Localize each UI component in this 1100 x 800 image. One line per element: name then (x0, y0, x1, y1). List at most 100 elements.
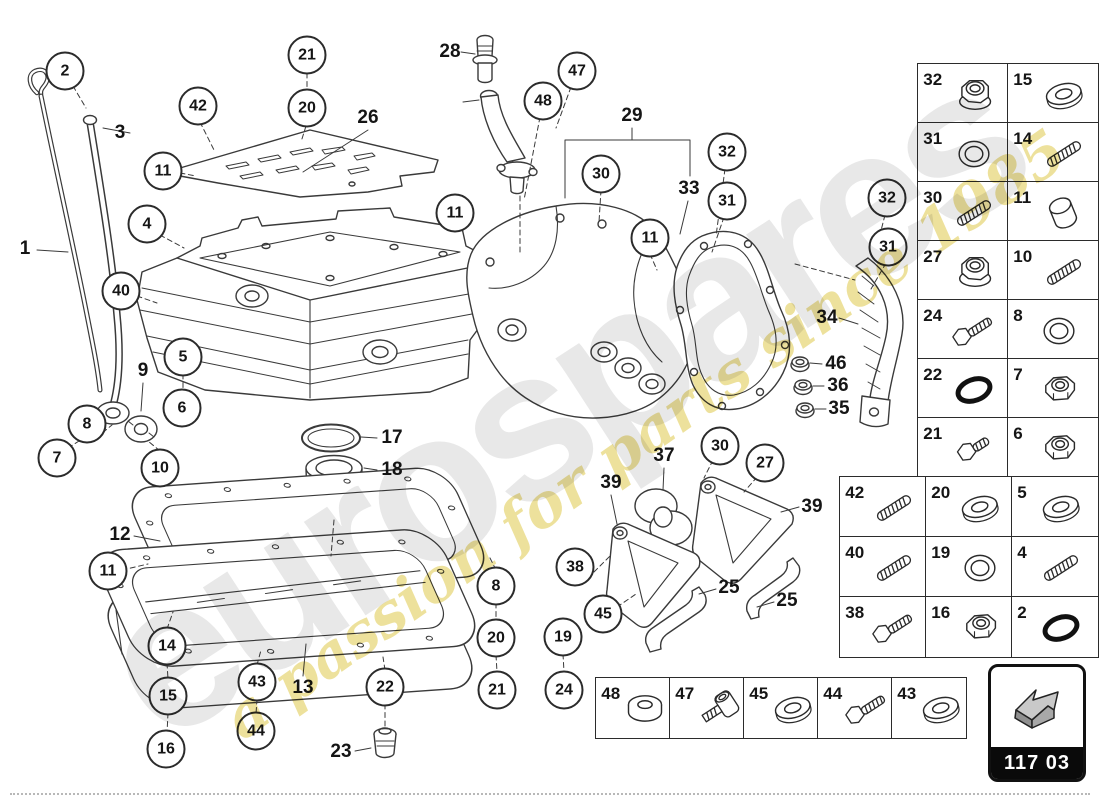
legend-cell-14[interactable]: 14 (1007, 122, 1099, 183)
legend-cell-24[interactable]: 24 (917, 299, 1009, 360)
ring-icon (964, 554, 996, 582)
page-edge-dots (10, 793, 1090, 795)
legend-cell-27[interactable]: 27 (917, 240, 1009, 301)
legend-cell-21[interactable]: 21 (917, 417, 1009, 478)
legend-cell-40[interactable]: 40 (839, 536, 927, 598)
callout-30[interactable]: 30 (700, 426, 740, 466)
callout-11[interactable]: 11 (88, 551, 128, 591)
stud-icon (1045, 138, 1083, 169)
callout-16[interactable]: 16 (146, 729, 186, 769)
callout-48[interactable]: 48 (523, 81, 563, 121)
upper-sump-casting-drawing (136, 207, 498, 401)
callout-11[interactable]: 11 (630, 218, 670, 258)
callout-7[interactable]: 7 (37, 438, 77, 478)
callout-11[interactable]: 11 (143, 151, 183, 191)
legend-part-number: 31 (923, 129, 943, 149)
callout-20[interactable]: 20 (476, 618, 516, 658)
label-33: 33 (678, 178, 700, 199)
legend-cell-42[interactable]: 42 (839, 476, 927, 538)
stud-icon (955, 197, 993, 228)
label-9: 9 (137, 360, 149, 381)
legend-part-number: 40 (845, 543, 865, 563)
callout-8[interactable]: 8 (67, 404, 107, 444)
callout-45[interactable]: 45 (583, 594, 623, 634)
callout-40[interactable]: 40 (101, 271, 141, 311)
legend-cell-11[interactable]: 11 (1007, 181, 1099, 242)
legend-cell-19[interactable]: 19 (925, 536, 1013, 598)
legend-cell-44[interactable]: 44 (817, 677, 893, 739)
legend-cell-5[interactable]: 5 (1011, 476, 1099, 538)
callout-27[interactable]: 27 (745, 443, 785, 483)
washer-icon (1043, 78, 1085, 113)
callout-42[interactable]: 42 (178, 86, 218, 126)
legend-cell-45[interactable]: 45 (743, 677, 819, 739)
callout-24[interactable]: 24 (544, 670, 584, 710)
legend-part-number: 14 (1013, 129, 1033, 149)
callout-20[interactable]: 20 (287, 88, 327, 128)
label-46: 46 (825, 353, 847, 374)
legend-cell-31[interactable]: 31 (917, 122, 1009, 183)
legend-cell-43[interactable]: 43 (891, 677, 967, 739)
callout-6[interactable]: 6 (162, 388, 202, 428)
legend-cell-30[interactable]: 30 (917, 181, 1009, 242)
callout-31[interactable]: 31 (868, 227, 908, 267)
legend-part-number: 45 (749, 684, 769, 704)
label-36: 36 (827, 375, 849, 396)
callout-44[interactable]: 44 (236, 711, 276, 751)
legend-cell-10[interactable]: 10 (1007, 240, 1099, 301)
bolt-icon (870, 608, 915, 646)
breather-fitting-drawing (472, 34, 498, 84)
legend-cell-16[interactable]: 16 (925, 596, 1013, 658)
callout-4[interactable]: 4 (127, 204, 167, 244)
label-25: 25 (776, 590, 798, 611)
legend-cell-48[interactable]: 48 (595, 677, 671, 739)
legend-part-number: 10 (1013, 247, 1033, 267)
callout-11[interactable]: 11 (435, 193, 475, 233)
nut-flanged-icon (958, 256, 992, 287)
label-17: 17 (381, 427, 403, 448)
legend-cell-47[interactable]: 47 (669, 677, 745, 739)
nut-icon (1045, 375, 1076, 401)
legend-cell-2[interactable]: 2 (1011, 596, 1099, 658)
callout-31[interactable]: 31 (707, 181, 747, 221)
label-13: 13 (292, 677, 314, 698)
label-28: 28 (439, 41, 461, 62)
callout-14[interactable]: 14 (147, 626, 187, 666)
section-code-box[interactable]: 117 03 (988, 664, 1086, 782)
legend-part-number: 32 (923, 70, 943, 90)
callout-19[interactable]: 19 (543, 617, 583, 657)
spacer-icon (627, 695, 663, 722)
callout-38[interactable]: 38 (555, 547, 595, 587)
baffle-plate-drawing (179, 129, 439, 198)
callout-5[interactable]: 5 (163, 337, 203, 377)
legend-cell-15[interactable]: 15 (1007, 63, 1099, 124)
legend-part-number: 20 (931, 483, 951, 503)
callout-21[interactable]: 21 (287, 35, 327, 75)
stud-icon (875, 493, 913, 523)
legend-cell-32[interactable]: 32 (917, 63, 1009, 124)
drain-plug-drawing (373, 727, 397, 759)
stud-icon (875, 553, 913, 583)
callout-30[interactable]: 30 (581, 154, 621, 194)
callout-21[interactable]: 21 (477, 670, 517, 710)
callout-43[interactable]: 43 (237, 662, 277, 702)
callout-2[interactable]: 2 (45, 51, 85, 91)
callout-10[interactable]: 10 (140, 448, 180, 488)
legend-cell-6[interactable]: 6 (1007, 417, 1099, 478)
legend-cell-38[interactable]: 38 (839, 596, 927, 658)
label-29: 29 (621, 105, 643, 126)
callout-8[interactable]: 8 (476, 566, 516, 606)
callout-47[interactable]: 47 (557, 51, 597, 91)
washer-icon (959, 492, 1001, 526)
legend-cell-7[interactable]: 7 (1007, 358, 1099, 419)
callout-22[interactable]: 22 (365, 667, 405, 707)
legend-cell-8[interactable]: 8 (1007, 299, 1099, 360)
callout-32[interactable]: 32 (867, 178, 907, 218)
legend-cell-4[interactable]: 4 (1011, 536, 1099, 598)
callout-15[interactable]: 15 (148, 676, 188, 716)
legend-cell-20[interactable]: 20 (925, 476, 1013, 538)
legend-cell-22[interactable]: 22 (917, 358, 1009, 419)
callout-32[interactable]: 32 (707, 132, 747, 172)
